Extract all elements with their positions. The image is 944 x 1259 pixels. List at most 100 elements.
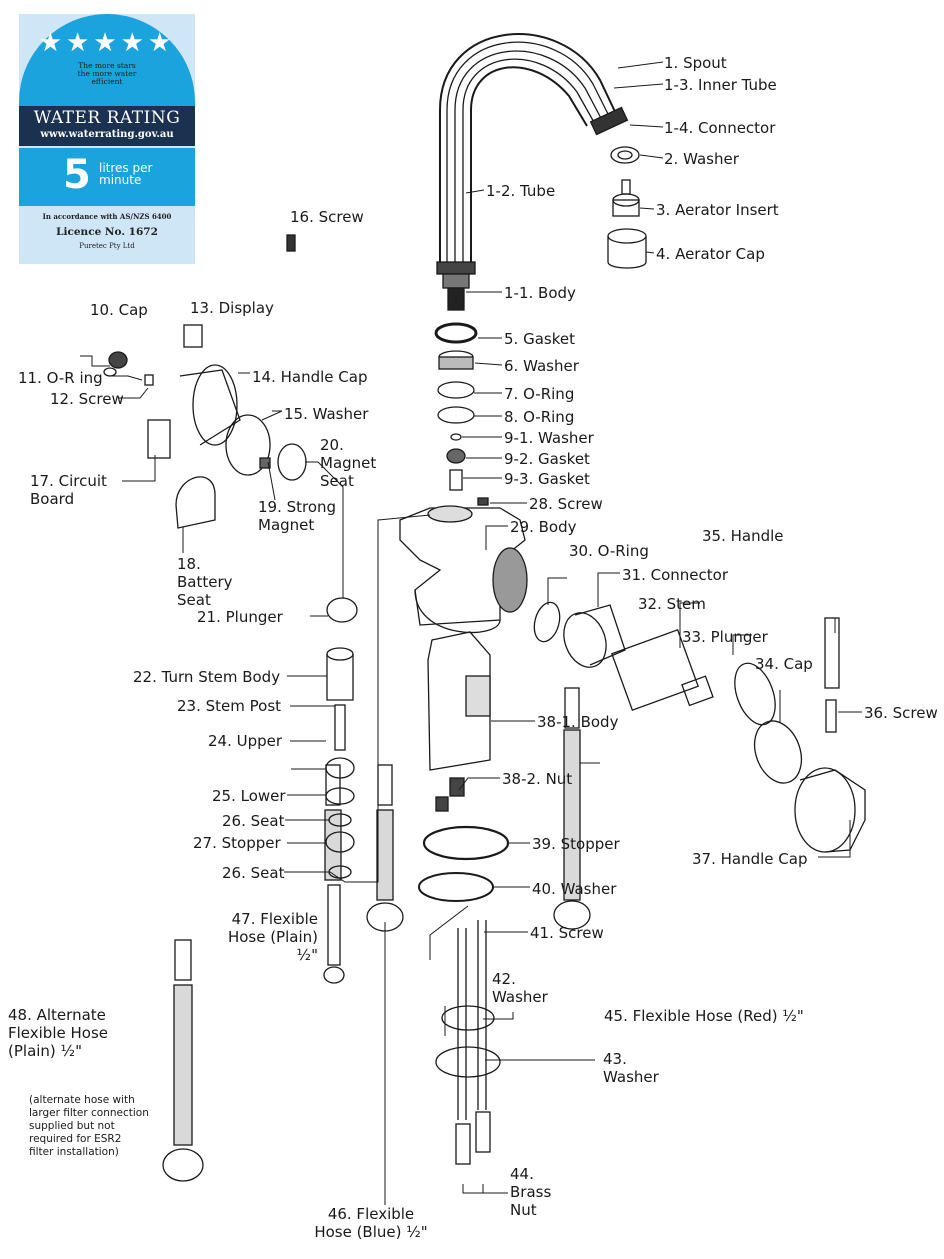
label-stopper-27: 27. Stopper — [193, 834, 281, 852]
hose-47-shape — [323, 764, 345, 984]
washer-42-shape — [441, 1005, 495, 1031]
screw-36-shape — [825, 699, 837, 733]
label-battery-seat-18: 18. Battery Seat — [177, 555, 233, 609]
cap-10-shape — [108, 351, 128, 369]
label-connector-1-4: 1-4. Connector — [664, 119, 776, 137]
body-38-1-shape — [427, 631, 491, 771]
label-stopper-39: 39. Stopper — [532, 835, 620, 853]
label-spout: 1. Spout — [664, 54, 727, 72]
hose-46-shape — [366, 764, 404, 932]
label-washer-9-1: 9-1. Washer — [504, 429, 594, 447]
washer-9-1-shape — [450, 433, 462, 441]
screw-16-shape — [286, 234, 296, 252]
label-stem-32: 32. Stem — [638, 595, 706, 613]
gasket-9-3-shape — [449, 469, 463, 491]
oring-7-shape — [437, 381, 475, 399]
label-tube: 1-2. Tube — [486, 182, 556, 200]
washer-15-shape — [225, 414, 271, 476]
oring-11-shape — [103, 367, 117, 377]
label-washer-43: 43. Washer — [603, 1050, 659, 1086]
magnet-19-shape — [259, 457, 271, 469]
label-screw-12: 12. Screw — [50, 390, 124, 408]
leader-lines — [80, 61, 862, 1205]
label-brass-nut-44: 44. Brass Nut — [510, 1165, 552, 1219]
label-oring-11: 11. O-R ing — [18, 369, 103, 387]
label-seat-26a: 26. Seat — [222, 812, 285, 830]
label-body-38-1: 38-1. Body — [537, 713, 619, 731]
badge-title-band: WATER RATING www.waterrating.gov.au — [19, 106, 195, 146]
badge-tagline: The more stars the more water efficient — [77, 61, 137, 86]
washer-2-shape — [610, 146, 640, 164]
main-body-part — [399, 505, 528, 634]
badge-standard: In accordance with AS/NZS 6400 — [42, 212, 172, 221]
badge-stars-icon: ★★★★★ — [38, 28, 176, 58]
gasket-9-2-shape — [446, 448, 466, 464]
label-plunger-21: 21. Plunger — [197, 608, 283, 626]
stem-32-shape — [611, 629, 714, 711]
water-rating-badge: ★★★★★ The more stars the more water effi… — [19, 14, 195, 264]
label-screw-41: 41. Screw — [530, 924, 604, 942]
label-screw-36: 36. Screw — [864, 704, 938, 722]
hose-48-note: (alternate hose with larger filter conne… — [29, 1094, 149, 1158]
stopper-39-shape — [422, 825, 510, 861]
label-circuit-board-17: 17. Circuit Board — [30, 472, 107, 508]
label-handle-35: 35. Handle — [702, 527, 784, 545]
brass-nut-44-shape — [455, 1123, 471, 1165]
badge-rating-unit: litres per minute — [99, 161, 153, 187]
label-connector-31: 31. Connector — [622, 566, 728, 584]
label-washer-6: 6. Washer — [504, 357, 579, 375]
oring-30-shape — [533, 601, 561, 643]
label-handle-cap-14: 14. Handle Cap — [252, 368, 368, 386]
label-aerator-insert: 3. Aerator Insert — [656, 201, 779, 219]
label-cap-34: 34. Cap — [755, 655, 813, 673]
label-upper-24: 24. Upper — [208, 732, 283, 750]
label-lower-25: 25. Lower — [212, 787, 286, 805]
label-seat-26b: 26. Seat — [222, 864, 285, 882]
display-13-shape — [183, 324, 203, 348]
spout-part — [439, 33, 629, 265]
label-oring-7: 7. O-Ring — [504, 385, 575, 403]
battery-seat-18-shape — [175, 476, 216, 529]
label-stem-post-23: 23. Stem Post — [177, 697, 282, 715]
screw-12-shape — [144, 374, 154, 386]
screw-41-shape — [457, 920, 487, 1120]
stopper-27-shape — [325, 831, 355, 853]
label-inner-tube: 1-3. Inner Tube — [664, 76, 777, 94]
label-washer-15: 15. Washer — [284, 405, 369, 423]
label-aerator-cap: 4. Aerator Cap — [656, 245, 765, 263]
aerator-cap-shape — [607, 228, 647, 269]
label-gasket-9-2: 9-2. Gasket — [504, 450, 590, 468]
badge-rating-number: 5 — [63, 152, 91, 198]
badge-owner: Puretec Pty Ltd — [79, 242, 135, 250]
turn-stem-body-22-shape — [326, 647, 354, 701]
plunger-21-shape — [326, 597, 358, 623]
badge-website: www.waterrating.gov.au — [40, 129, 174, 140]
label-hose-46: 46. Flexible Hose (Blue) ½" — [314, 1205, 428, 1241]
nut-38-2-shape — [449, 777, 465, 797]
lower-25-shape — [325, 787, 355, 805]
label-hose-45: 45. Flexible Hose (Red) ½" — [604, 1007, 804, 1025]
label-magnet-seat-20: 20. Magnet Seat — [320, 436, 377, 490]
label-washer-2: 2. Washer — [664, 150, 739, 168]
label-handle-cap-37: 37. Handle Cap — [692, 850, 808, 868]
label-body-1-1: 1-1. Body — [504, 284, 576, 302]
badge-licence: Licence No. 1672 — [56, 226, 158, 238]
circuit-board-17-shape — [147, 419, 171, 459]
hose-45-shape — [553, 687, 591, 930]
plunger-33-shape — [734, 662, 776, 726]
label-plunger-33: 33. Plunger — [682, 628, 768, 646]
badge-rating-band: 5 litres per minute — [19, 148, 195, 206]
label-gasket-5: 5. Gasket — [504, 330, 575, 348]
hose-48-shape — [162, 939, 204, 1182]
spout-body-part — [436, 261, 476, 311]
label-screw-28: 28. Screw — [529, 495, 603, 513]
oring-8-shape — [437, 406, 475, 424]
screw-28-shape — [477, 497, 489, 506]
badge-title: WATER RATING — [33, 108, 181, 128]
label-nut-38-2: 38-2. Nut — [502, 770, 573, 788]
label-oring-8: 8. O-Ring — [504, 408, 575, 426]
handle-35-shape — [824, 617, 840, 689]
label-hose-48: 48. Alternate Flexible Hose (Plain) ½" — [8, 1006, 108, 1060]
stem-post-23-shape — [334, 704, 346, 751]
